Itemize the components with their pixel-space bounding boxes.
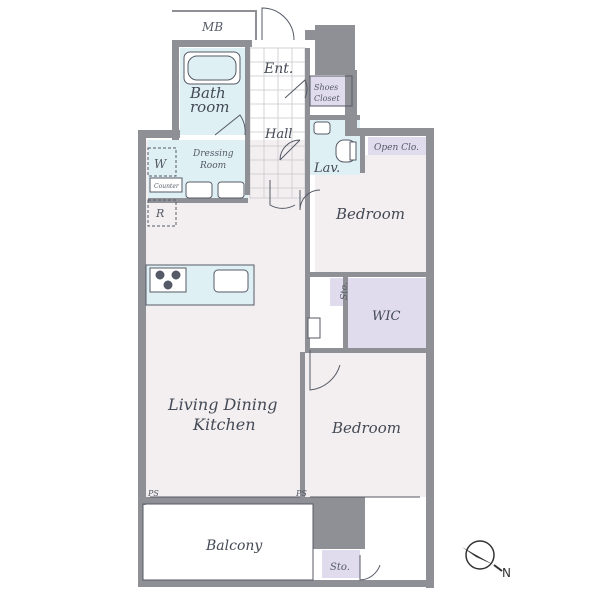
doors — [214, 7, 381, 581]
labels: MB Ent. Shoes Closet Bath room Hall Open… — [147, 20, 419, 573]
balcony — [142, 496, 420, 581]
lav-basin — [313, 121, 331, 135]
shoes-closet-label-2: Closet — [314, 94, 340, 103]
ldk-label-1: Living Dining — [167, 395, 277, 414]
inner-storage-label: Sto. — [340, 282, 350, 300]
outer-storage-floor — [322, 550, 360, 578]
mb-label: MB — [201, 20, 223, 34]
washer-space — [147, 147, 177, 177]
outer-storage-label: Sto. — [330, 562, 350, 573]
wic-floor — [348, 278, 426, 352]
hall-label: Hall — [264, 127, 292, 142]
washbasin-right — [217, 181, 245, 199]
dressing-room-label-1: Dressing — [192, 149, 234, 159]
fridge-label: R — [155, 207, 164, 220]
ps-left-label: PS — [147, 489, 159, 498]
upper-bedroom-label: Bedroom — [335, 205, 405, 223]
entrance-label: Ent. — [263, 61, 293, 77]
open-closet-floor — [368, 137, 426, 155]
ps-right-label: PS — [295, 489, 307, 498]
lower-bedroom-floor — [305, 352, 430, 497]
kitchen-sink — [213, 269, 249, 293]
fixtures — [145, 51, 357, 339]
counter — [149, 177, 183, 193]
washer-label: W — [154, 157, 168, 171]
lavatory-label: Lav. — [313, 161, 340, 176]
shelf — [307, 317, 321, 339]
walls — [138, 10, 434, 588]
bathroom-label-1: Bath — [189, 84, 226, 102]
dressing-room-label-2: Room — [199, 161, 226, 171]
washbasin-left — [185, 181, 213, 199]
fridge-space — [147, 199, 177, 227]
lower-bedroom-label: Bedroom — [331, 419, 401, 437]
ldk-label-2: Kitchen — [192, 415, 256, 434]
wic-label: WIC — [372, 309, 400, 324]
shoes-closet-label-1: Shoes — [314, 83, 338, 92]
svg-text:N: N — [502, 566, 511, 580]
open-closet-label: Open Clo. — [374, 143, 419, 153]
bathroom-label-2: room — [190, 98, 229, 116]
north-arrow-icon: N — [462, 540, 511, 580]
balcony-label: Balcony — [205, 538, 263, 554]
counter-label: Counter — [154, 183, 180, 190]
